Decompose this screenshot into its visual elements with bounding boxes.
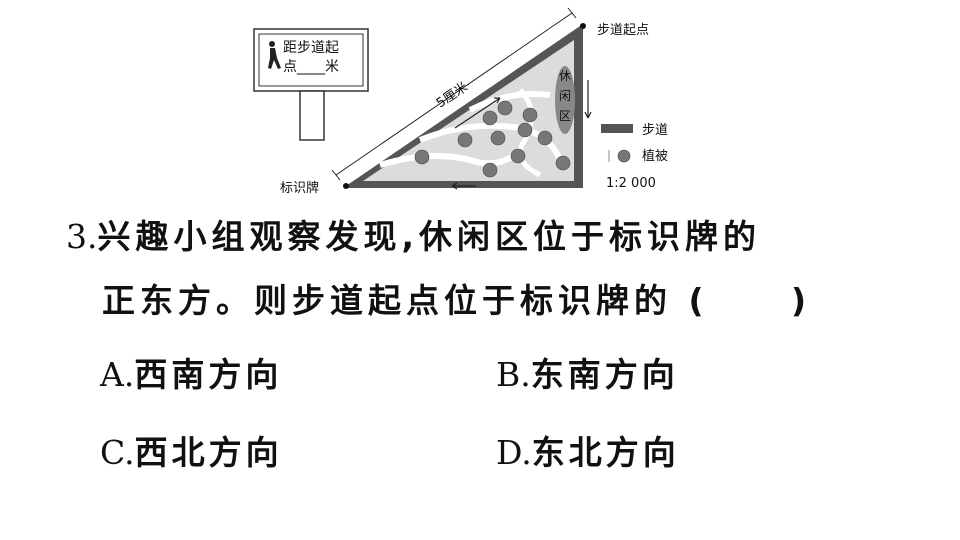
option-d-letter: D. xyxy=(496,433,532,472)
sign-point xyxy=(343,183,349,189)
option-b[interactable]: B.东南方向 xyxy=(496,348,679,396)
vegetation-icons xyxy=(414,100,571,178)
question-line1: 3.兴趣小组观察发现,休闲区位于标识牌的 xyxy=(66,205,811,269)
park-map: 休 闲 区 xyxy=(331,7,592,190)
start-label: 步道起点 xyxy=(597,23,649,38)
leisure-char-1: 休 xyxy=(559,69,571,83)
option-a-letter: A. xyxy=(100,355,135,394)
map-figure: 距步道起 点____米 休 闲 区 xyxy=(253,7,668,196)
trail-swatch xyxy=(601,124,633,133)
option-b-letter: B. xyxy=(496,355,531,394)
vegetation-icon xyxy=(608,149,631,163)
leisure-area xyxy=(555,66,575,134)
sign-label: 标识牌 xyxy=(280,180,319,196)
leisure-char-3: 区 xyxy=(559,109,571,123)
option-a-text: 西南方向 xyxy=(134,355,283,394)
option-c-letter: C. xyxy=(100,433,135,472)
sign-line1: 距步道起 xyxy=(283,40,339,56)
legend: 步道 植被 1:2 000 xyxy=(601,123,668,191)
legend-vegetation: 植被 xyxy=(642,149,668,164)
signboard: 距步道起 点____米 xyxy=(253,28,369,141)
question-number: 3. xyxy=(66,217,98,256)
question-text-line1: 兴趣小组观察发现,休闲区位于标识牌的 xyxy=(97,217,762,256)
legend-trail: 步道 xyxy=(642,123,668,138)
walker-icon xyxy=(268,41,281,69)
option-b-text: 东南方向 xyxy=(530,355,679,394)
option-c-text: 西北方向 xyxy=(134,433,283,472)
option-d[interactable]: D.东北方向 xyxy=(496,426,680,474)
question-stem: 3.兴趣小组观察发现,休闲区位于标识牌的 正东方。则步道起点位于标识牌的 ( ) xyxy=(66,205,811,333)
sign-line2: 点____米 xyxy=(283,59,339,75)
start-point xyxy=(580,23,586,29)
option-a[interactable]: A.西南方向 xyxy=(100,348,282,396)
option-d-text: 东北方向 xyxy=(531,433,680,472)
leisure-char-2: 闲 xyxy=(559,89,571,103)
map-scale: 1:2 000 xyxy=(606,176,656,191)
question-line2: 正东方。则步道起点位于标识牌的 ( ) xyxy=(102,281,812,320)
option-c[interactable]: C.西北方向 xyxy=(100,426,283,474)
